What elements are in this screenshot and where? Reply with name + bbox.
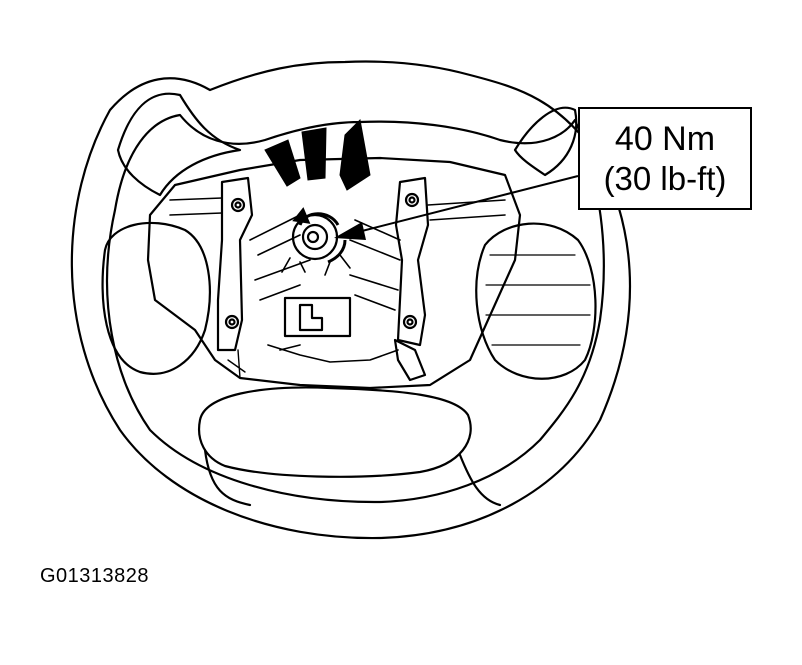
figure-id-label: G01313828 (40, 565, 150, 587)
upper-right-window (513, 106, 578, 177)
left-mount-bracket (216, 176, 254, 352)
impact-marks-icon (264, 118, 371, 191)
leader-arrow (334, 175, 579, 240)
left-spoke-pad (101, 221, 211, 375)
right-mount-bracket (394, 176, 430, 347)
wheel-rim-outer (70, 60, 631, 540)
torque-imperial-label: (30 lb-ft) (603, 159, 727, 197)
lower-spoke-pad (198, 386, 472, 478)
hub-housing (146, 156, 522, 390)
wiring-harness (267, 344, 399, 363)
torque-callout: 40 Nm (30 lb-ft) (578, 107, 752, 210)
torque-metric-label: 40 Nm (614, 119, 716, 158)
center-nut (281, 213, 351, 276)
rotation-arrow-icon (292, 207, 347, 264)
connector-block (283, 296, 352, 338)
upper-left-window (116, 92, 242, 197)
wheel-rim-inner (106, 113, 605, 504)
right-spoke-pad (475, 222, 597, 380)
